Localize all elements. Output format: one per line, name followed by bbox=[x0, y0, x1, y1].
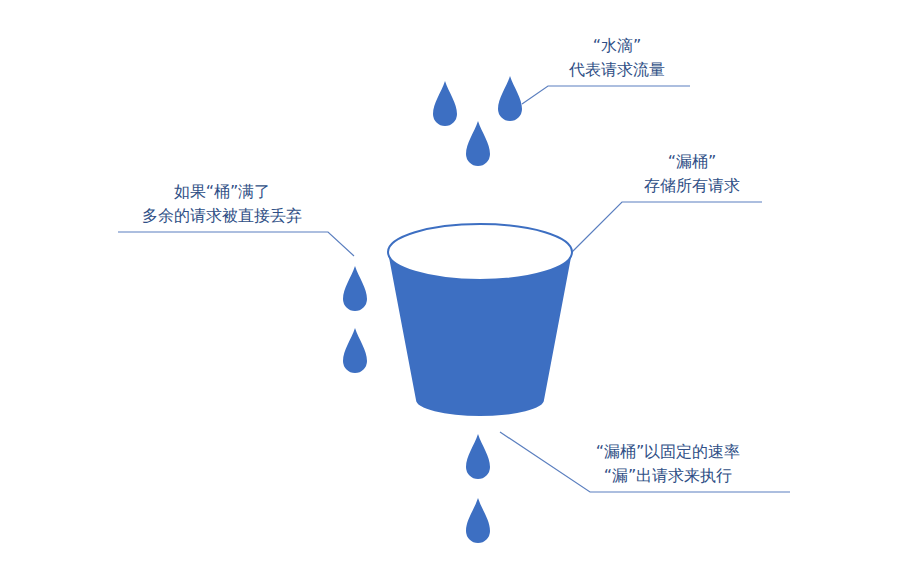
bucket bbox=[388, 224, 572, 416]
incoming-drops bbox=[433, 76, 522, 166]
leak-callout: “漏桶”以固定的速率 “漏”出请求来执行 bbox=[596, 440, 741, 488]
overflow-callout: 如果“桶”满了 多余的请求被直接丢弃 bbox=[142, 180, 302, 228]
leader-lines bbox=[118, 86, 790, 492]
leaking-drops bbox=[466, 434, 490, 543]
drop-callout: “水滴” 代表请求流量 bbox=[569, 34, 665, 82]
bucket-callout: “漏桶” 存储所有请求 bbox=[644, 150, 740, 198]
overflow-drops bbox=[343, 266, 367, 373]
